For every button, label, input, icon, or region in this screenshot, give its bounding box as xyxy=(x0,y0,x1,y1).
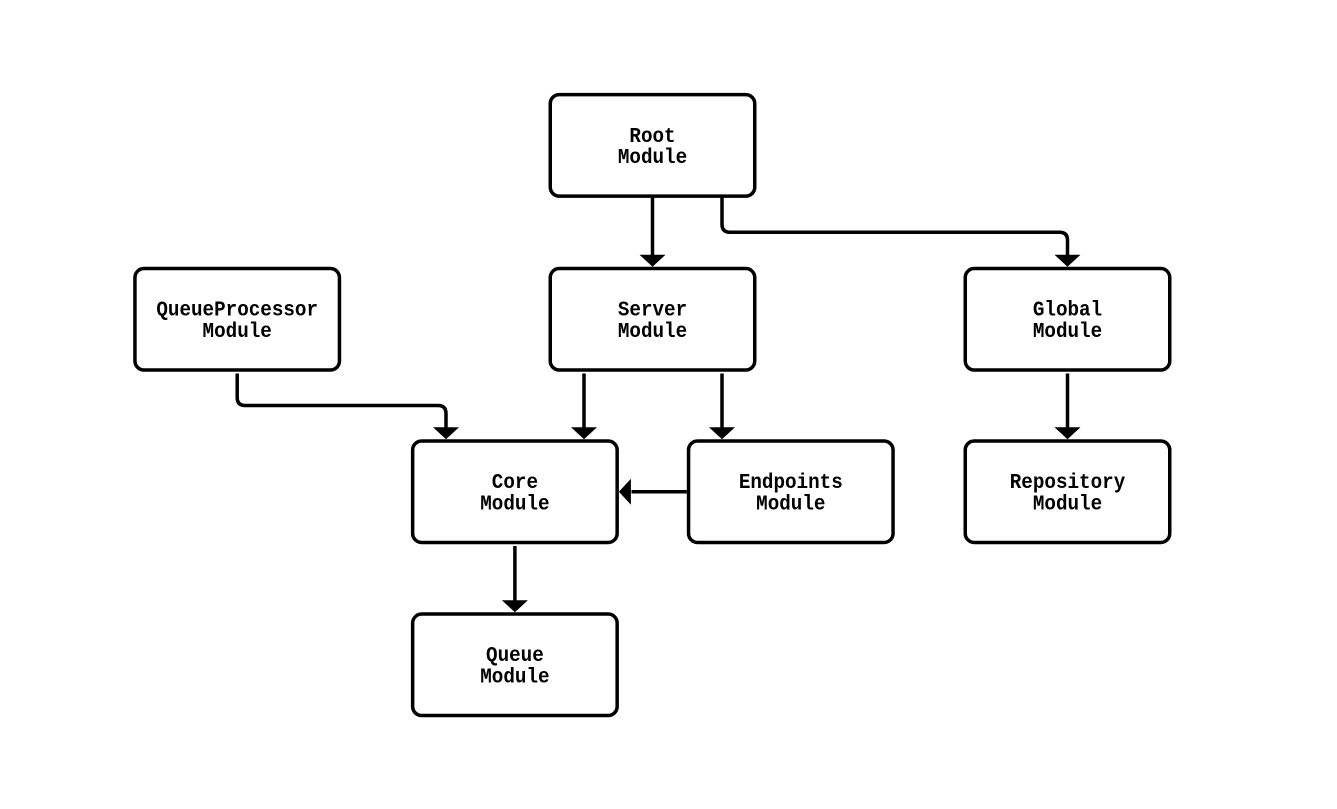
svg-text:Module: Module xyxy=(480,667,549,690)
svg-text:Module: Module xyxy=(756,494,825,517)
svg-text:QueueProcessor: QueueProcessor xyxy=(156,300,318,323)
svg-text:Endpoints: Endpoints xyxy=(739,472,843,495)
svg-text:Module: Module xyxy=(618,147,687,170)
svg-text:Module: Module xyxy=(480,494,549,517)
svg-text:Root: Root xyxy=(629,126,675,149)
svg-text:Core: Core xyxy=(492,472,538,495)
svg-text:Global: Global xyxy=(1033,300,1102,323)
svg-text:Repository: Repository xyxy=(1010,472,1126,495)
svg-text:Module: Module xyxy=(203,321,272,344)
svg-text:Server: Server xyxy=(618,300,687,323)
svg-text:Queue: Queue xyxy=(486,645,544,668)
svg-text:Module: Module xyxy=(1033,494,1102,517)
svg-text:Module: Module xyxy=(618,321,687,344)
svg-text:Module: Module xyxy=(1033,321,1102,344)
